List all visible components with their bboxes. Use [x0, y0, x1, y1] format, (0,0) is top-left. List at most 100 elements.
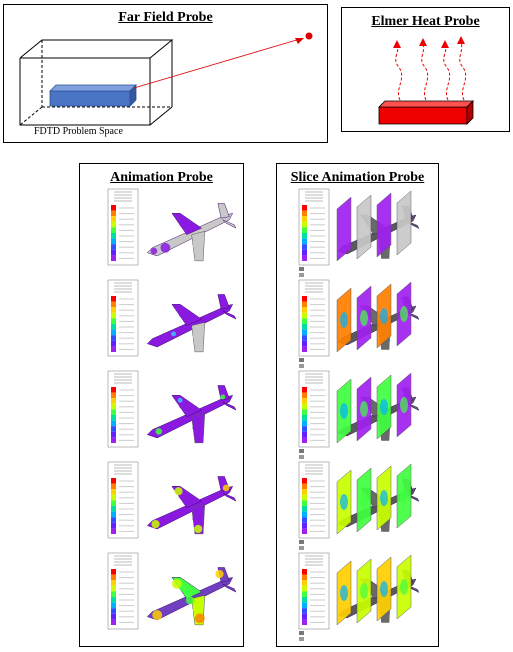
field-spot: [152, 610, 163, 620]
legend-swatch: [111, 528, 116, 534]
legend-swatch: [111, 569, 116, 575]
legend-swatch: [111, 483, 116, 490]
animation-frames: [107, 188, 237, 630]
slice-animation-frames: [298, 188, 420, 641]
airplane-tail-plane: [222, 583, 237, 593]
legend-swatch: [111, 312, 116, 319]
airplane-engine: [179, 222, 188, 227]
airplane-engine: [179, 586, 188, 591]
field-spot: [174, 487, 183, 496]
legend-swatch: [111, 613, 116, 620]
heat-block: [378, 100, 474, 125]
airplane-engine: [192, 608, 201, 613]
slice-field-spot: [360, 492, 368, 508]
slice-legend: [298, 370, 330, 448]
legend-swatch: [111, 255, 116, 261]
field-spot: [220, 394, 226, 400]
legend-swatch: [111, 335, 116, 341]
legend-swatch: [111, 574, 116, 581]
field-spot: [151, 519, 160, 529]
field-spot: [171, 578, 182, 589]
legend-swatch: [111, 238, 116, 245]
animation-legend: [107, 552, 139, 630]
slice-field-spot: [380, 581, 388, 597]
legend-swatch: [302, 346, 307, 352]
elmer-diagram: [378, 36, 474, 125]
slice-marker: [299, 540, 304, 544]
legend-swatch: [302, 233, 307, 239]
legend-swatch: [302, 585, 307, 592]
animation-legend: [107, 370, 139, 448]
legend-swatch: [111, 426, 116, 432]
legend-swatch: [111, 602, 116, 609]
legend-swatch: [302, 574, 307, 581]
heat-arrowheads: [393, 36, 465, 48]
legend-swatch: [302, 483, 307, 490]
legend-swatch: [302, 608, 307, 614]
slice-legend: [298, 552, 330, 630]
legend-swatch: [111, 420, 116, 427]
legend-swatch: [111, 494, 116, 501]
slice-field-spot: [380, 490, 388, 506]
legend-swatch: [111, 522, 116, 529]
slice-marker: [299, 546, 304, 550]
slice-field-spot: [360, 310, 368, 326]
field-spot: [177, 397, 183, 403]
animation-legend: [107, 188, 139, 266]
animation-panel: Animation Probe: [79, 163, 244, 647]
legend-swatch: [302, 335, 307, 341]
airplane-frame: [146, 294, 237, 353]
airplane-engine: [179, 495, 188, 500]
slice-marker: [299, 455, 304, 459]
legend-swatch: [302, 244, 307, 250]
slice-field-spot: [360, 583, 368, 599]
airplane-engine: [192, 335, 201, 340]
legend-swatch: [302, 415, 307, 421]
legend-swatch: [302, 387, 307, 393]
slice-plane: [376, 192, 392, 258]
legend-swatch: [111, 227, 116, 233]
legend-swatch: [111, 431, 116, 438]
slice-legend: [298, 279, 330, 357]
airplane-tail-plane: [222, 219, 237, 229]
slice-field-spot: [340, 312, 348, 328]
airplane-fuselage: [146, 485, 234, 530]
slice-plane: [336, 196, 352, 262]
legend-swatch: [111, 301, 116, 308]
airplane-engine: [179, 404, 188, 409]
far-field-point: [305, 32, 313, 40]
field-spot: [194, 524, 203, 534]
legend-swatch: [111, 387, 116, 393]
slice-field-spot: [340, 494, 348, 510]
legend-swatch: [302, 392, 307, 399]
airplane-tail-plane: [222, 401, 237, 411]
legend-swatch: [302, 431, 307, 438]
legend-swatch: [111, 517, 116, 523]
legend-swatch: [302, 398, 307, 404]
legend-swatch: [111, 205, 116, 211]
legend-swatch: [302, 324, 307, 330]
fdtd-caption: FDTD Problem Space: [34, 126, 123, 137]
legend-swatch: [302, 420, 307, 427]
legend-swatch: [302, 205, 307, 211]
legend-swatch: [302, 602, 307, 609]
airplane-engine: [179, 313, 188, 318]
field-spot: [150, 247, 158, 255]
legend-swatch: [302, 227, 307, 233]
legend-swatch: [302, 318, 307, 324]
legend-swatch: [302, 216, 307, 222]
slice-marker: [299, 267, 304, 271]
slice-marker: [299, 637, 304, 641]
far-field-arrowhead: [295, 38, 304, 44]
animation-title: Animation Probe: [110, 170, 213, 185]
legend-swatch: [111, 318, 116, 324]
slice-marker: [299, 273, 304, 277]
slice-plane: [356, 194, 372, 260]
legend-swatch: [111, 580, 116, 586]
legend-swatch: [111, 409, 116, 415]
slice-marker: [299, 449, 304, 453]
airplane-fuselage: [146, 394, 234, 439]
airplane-tail-plane: [222, 310, 237, 320]
legend-swatch: [302, 597, 307, 603]
airplane-engine: [192, 244, 201, 249]
